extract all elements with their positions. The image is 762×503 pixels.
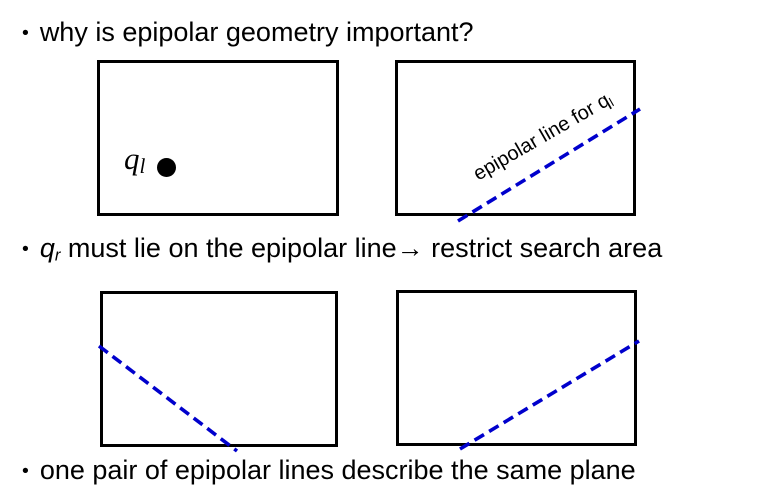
epipolar-line-canvas: [459, 339, 640, 451]
epipolar-line-left: [97, 344, 239, 453]
bullet-icon: •: [22, 238, 29, 261]
bullet-qr-text-after-arrow: restrict search area: [423, 233, 663, 263]
epipolar-line-canvas: [457, 107, 641, 223]
right-image-frame: epipolar line for ql: [395, 60, 641, 223]
bullet-why-important: • why is epipolar geometry important?: [22, 17, 474, 48]
epipolar-line-canvas: [97, 344, 239, 453]
point-label-ql-subscript: l: [139, 153, 146, 178]
bottom-left-image-frame: [97, 291, 338, 453]
bottom-right-image-frame: [396, 290, 640, 451]
point-ql-dot: [157, 158, 176, 177]
left-image-frame: ql: [97, 60, 339, 216]
qr-label-base: q: [39, 233, 55, 263]
point-label-ql-base: q: [124, 141, 140, 176]
right-arrow-glyph: →: [396, 233, 424, 263]
epipolar-line-right: [459, 339, 640, 451]
epipolar-line-for-ql: [457, 107, 641, 223]
bullet-qr-text: must lie on the epipolar line: [60, 233, 397, 263]
bullet-why-important-text: why is epipolar geometry important?: [39, 17, 474, 47]
bullet-icon: •: [22, 460, 29, 483]
bullet-same-plane-text: one pair of epipolar lines describe the …: [39, 455, 636, 485]
bullet-icon: •: [22, 22, 29, 45]
point-label-ql: ql: [124, 143, 145, 177]
bullet-same-plane: • one pair of epipolar lines describe the…: [22, 455, 636, 486]
bullet-qr-epipolar-line: • qr must lie on the epipolar line→ restr…: [22, 233, 662, 266]
qr-label-subscript: r: [54, 245, 61, 265]
